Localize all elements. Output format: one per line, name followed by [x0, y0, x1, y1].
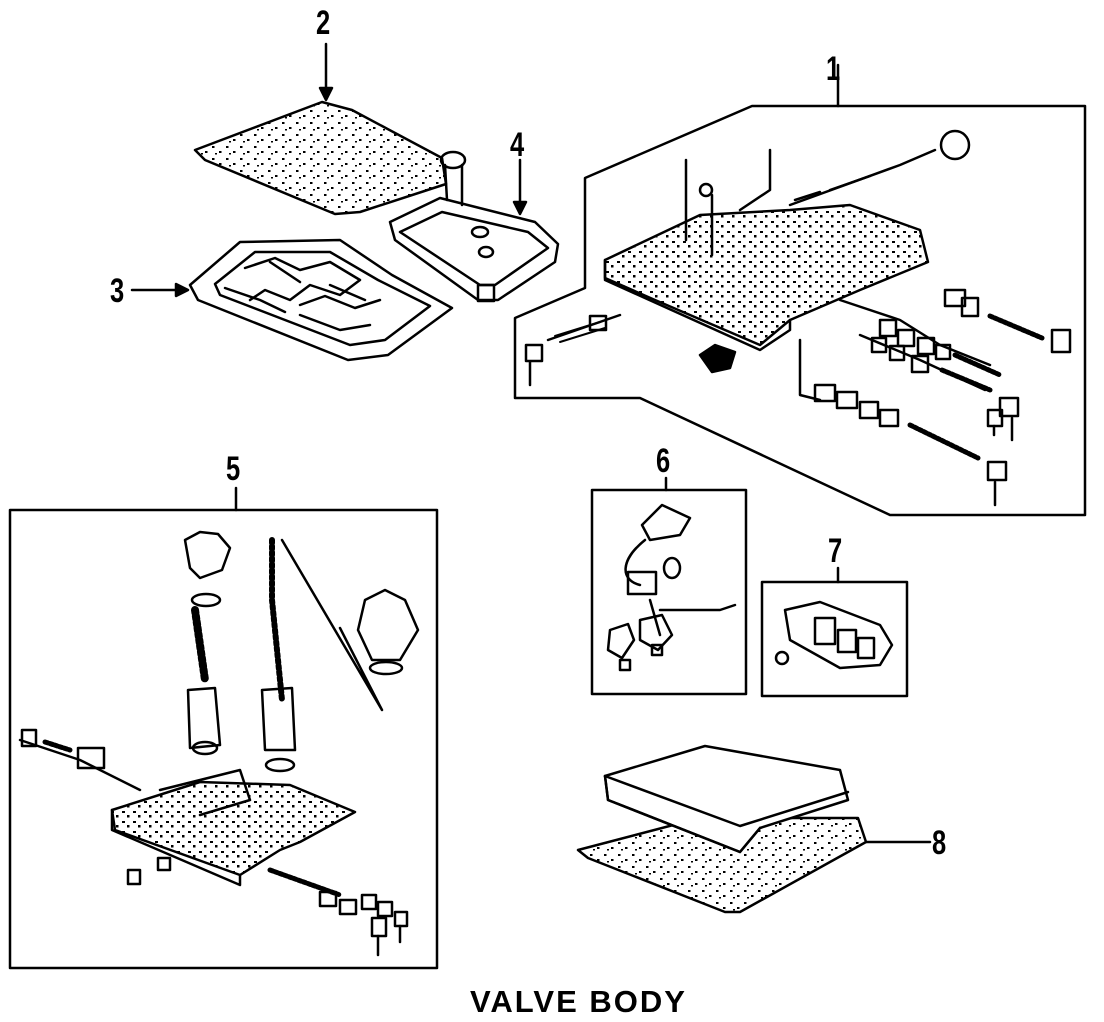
part-6-solenoid	[590, 476, 748, 696]
callout-3: 3	[110, 272, 125, 310]
diagram-title: VALVE BODY	[470, 984, 687, 1019]
callout-2: 2	[316, 4, 331, 42]
part-4-cover	[388, 150, 560, 303]
callout-4: 4	[510, 126, 525, 164]
callout-6: 6	[656, 442, 671, 480]
callout-8: 8	[932, 824, 947, 862]
part-2-gasket	[193, 42, 448, 216]
callout-5: 5	[226, 450, 241, 488]
part-7-solenoid	[760, 566, 909, 698]
part-8-filter	[576, 744, 932, 914]
callout-1: 1	[826, 50, 841, 88]
callout-7: 7	[828, 532, 843, 570]
part-3-plate	[130, 238, 454, 362]
part-5-valve-body-group	[8, 486, 439, 970]
part-1-valve-body-group	[513, 63, 1087, 517]
